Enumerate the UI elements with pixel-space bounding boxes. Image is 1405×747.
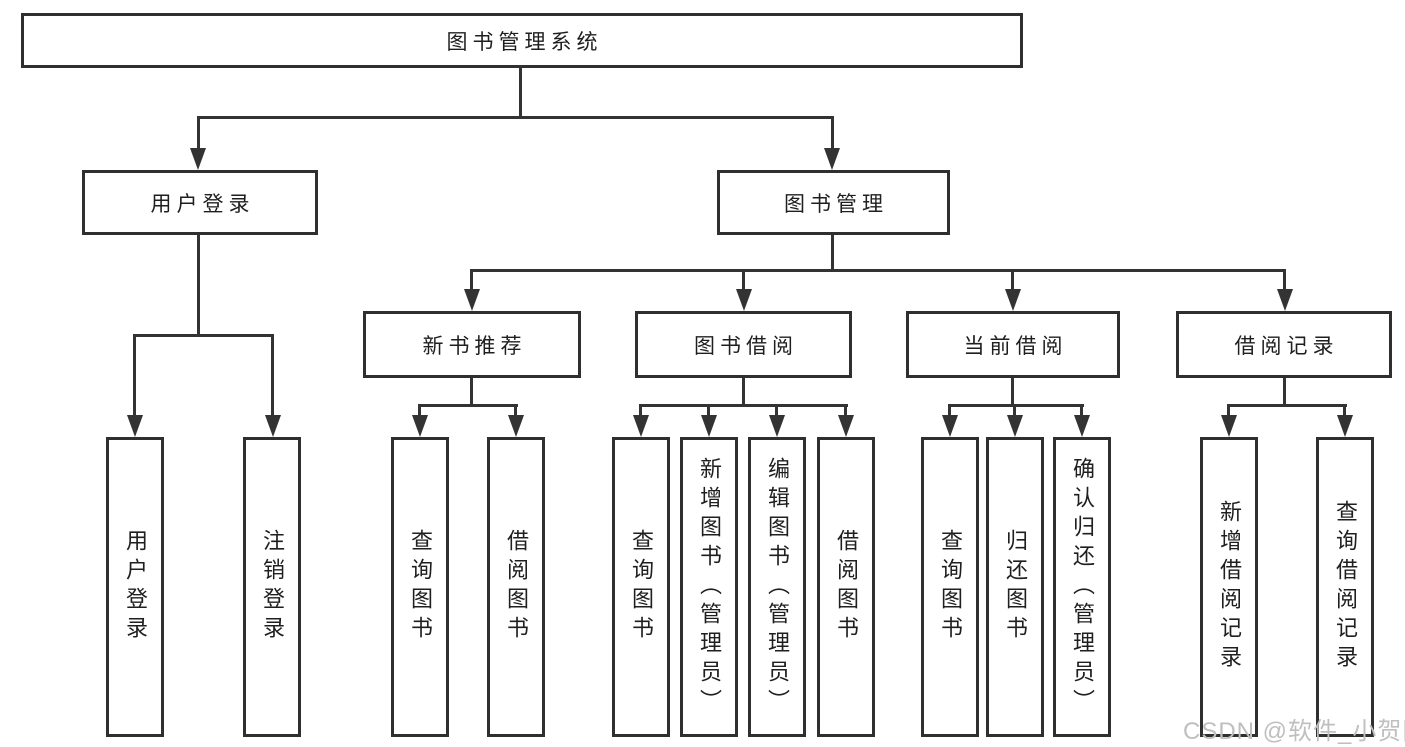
connector-drop-leaf [133,334,136,415]
leaf-logout-login: 注销登录 [243,437,301,737]
node-book-borrow-label: 图书借阅 [694,334,798,358]
leaf-add-books-admin-label: 新增图书（管理员） [697,456,722,718]
leaf-add-borrow-record: 新增借阅记录 [1200,437,1258,737]
node-book-borrow: 图书借阅 [635,311,852,378]
arrowhead-down-icon [464,289,480,311]
leaf-borrow-books-recommend-label: 借阅图书 [504,529,529,645]
connector-drop-leaf [639,404,642,415]
connector-borrow-records-rail [1227,404,1347,407]
connector-user-login-stem [197,235,200,337]
connector-book-borrow-rail [639,404,848,407]
arrowhead-down-icon [701,415,717,437]
arrowhead-down-icon [127,415,143,437]
arrowhead-down-icon [1337,415,1353,437]
connector-drop-leaf [514,404,517,415]
node-user-login: 用户登录 [82,170,318,235]
csdn-watermark: CSDN @软件_小贺同学 [1183,718,1405,745]
node-user-login-label: 用户登录 [150,192,255,216]
leaf-query-borrow-record-label: 查询借阅记录 [1333,500,1358,674]
leaf-query-books-borrow: 查询图书 [612,437,670,737]
arrowhead-down-icon [633,415,649,437]
arrowhead-down-icon [1277,289,1293,311]
leaf-query-books-current-label: 查询图书 [938,529,963,645]
leaf-borrow-books-recommend: 借阅图书 [487,437,545,737]
leaf-user-login-label: 用户登录 [123,529,148,645]
connector-drop-leaf [1343,404,1346,415]
leaf-query-books-recommend: 查询图书 [391,437,449,737]
arrowhead-down-icon [265,415,281,437]
connector-drop-leaf [271,334,274,415]
connector-current-borrow-rail [948,404,1084,407]
connector-borrow-records-stem [1283,378,1286,407]
arrowhead-down-icon [508,415,524,437]
node-current-borrow: 当前借阅 [906,311,1120,378]
node-borrow-records-label: 借阅记录 [1234,334,1339,358]
leaf-edit-books-admin: 编辑图书（管理员） [748,437,806,737]
arrowhead-down-icon [412,415,428,437]
connector-drop-leaf [1227,404,1230,415]
connector-drop-leaf [418,404,421,415]
node-root-label: 图书管理系统 [446,30,603,54]
leaf-confirm-return-admin-label: 确认归还（管理员） [1070,456,1095,718]
leaf-query-borrow-record: 查询借阅记录 [1316,437,1374,737]
node-book-management-label: 图书管理 [784,192,888,216]
connector-drop-new-book [470,269,473,289]
leaf-edit-books-admin-label: 编辑图书（管理员） [765,456,790,718]
connector-drop-leaf [707,404,710,415]
arrowhead-down-icon [1007,415,1023,437]
connector-drop-leaf [1013,404,1016,415]
connector-root-stem [519,66,522,118]
leaf-user-login: 用户登录 [106,437,164,737]
leaf-add-borrow-record-label: 新增借阅记录 [1217,500,1242,674]
connector-user-login-rail [133,334,274,337]
arrowhead-down-icon [1221,415,1237,437]
arrowhead-down-icon [769,415,785,437]
node-current-borrow-label: 当前借阅 [963,334,1068,358]
connector-root-rail [197,116,834,119]
connector-drop-book-management [831,116,834,150]
leaf-borrow-books-borrow-label: 借阅图书 [834,529,859,645]
arrowhead-down-icon [1005,289,1021,311]
connector-book-borrow-stem [742,378,745,407]
connector-drop-book-borrow [742,269,745,289]
connector-drop-leaf [1080,404,1083,415]
arrowhead-down-icon [736,289,752,311]
connector-current-borrow-stem [1011,378,1014,407]
leaf-confirm-return-admin: 确认归还（管理员） [1053,437,1111,737]
connector-drop-leaf [775,404,778,415]
node-new-book-recommend: 新书推荐 [363,311,581,378]
arrowhead-down-icon [824,148,840,170]
leaf-query-books-current: 查询图书 [921,437,979,737]
arrowhead-down-icon [942,415,958,437]
node-root: 图书管理系统 [21,13,1023,68]
arrowhead-down-icon [1074,415,1090,437]
arrowhead-down-icon [838,415,854,437]
leaf-add-books-admin: 新增图书（管理员） [680,437,738,737]
node-new-book-recommend-label: 新书推荐 [422,334,527,358]
leaf-borrow-books-borrow: 借阅图书 [817,437,875,737]
connector-book-management-rail [470,269,1286,272]
connector-drop-current-borrow [1011,269,1014,289]
leaf-logout-login-label: 注销登录 [260,529,285,645]
node-book-management: 图书管理 [717,170,950,235]
connector-new-book-stem [470,378,473,407]
leaf-query-books-recommend-label: 查询图书 [408,529,433,645]
leaf-query-books-borrow-label: 查询图书 [629,529,654,645]
connector-drop-leaf [844,404,847,415]
connector-drop-leaf [948,404,951,415]
arrowhead-down-icon [190,148,206,170]
connector-new-book-rail [418,404,518,407]
connector-drop-borrow-records [1283,269,1286,289]
leaf-return-books-label: 归还图书 [1003,529,1028,645]
connector-drop-user-login [197,116,200,150]
node-borrow-records: 借阅记录 [1176,311,1392,378]
leaf-return-books: 归还图书 [986,437,1044,737]
connector-book-management-stem [831,235,834,272]
